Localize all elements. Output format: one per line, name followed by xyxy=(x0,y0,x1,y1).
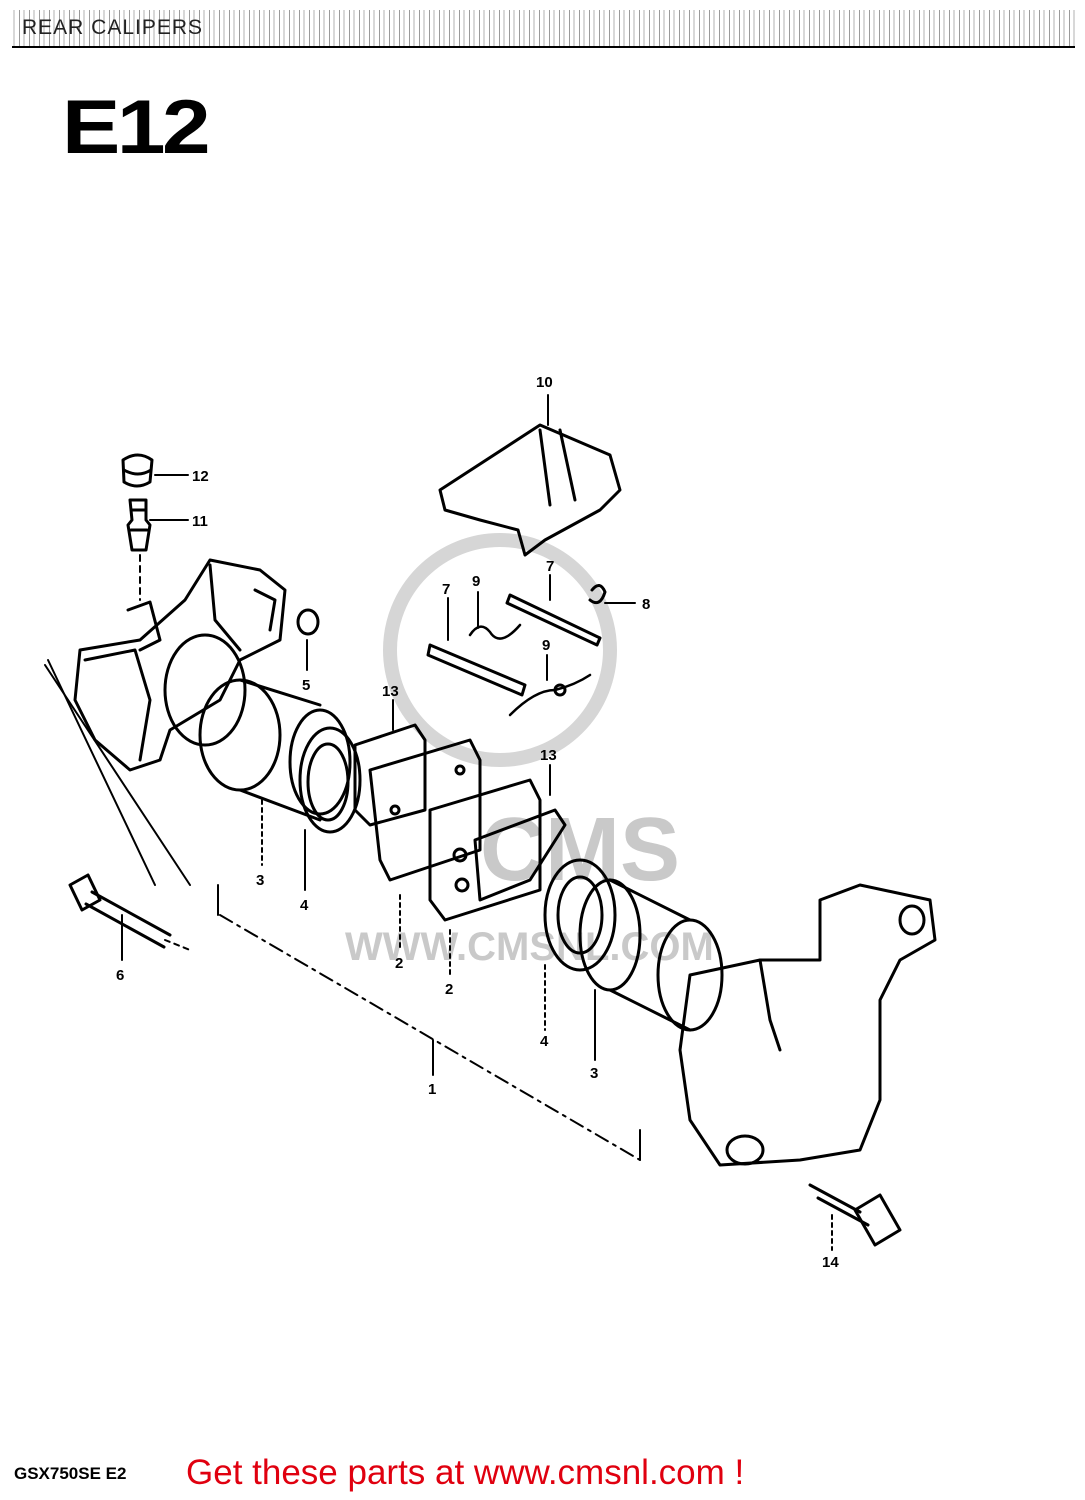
callout-5: 5 xyxy=(302,677,310,694)
piston-right xyxy=(578,878,724,1032)
model-code: GSX750SE E2 xyxy=(14,1464,127,1483)
callout-7-right: 7 xyxy=(546,558,554,575)
callout-labels: 12 11 10 8 7 9 7 9 13 13 5 3 4 2 2 4 3 1… xyxy=(116,374,839,1271)
shim-right xyxy=(473,808,567,902)
callout-9-lower: 9 xyxy=(542,637,550,654)
mounting-bolt-14 xyxy=(808,1183,902,1247)
pin-clip-lower xyxy=(508,673,592,717)
callout-3-right: 3 xyxy=(590,1065,598,1082)
bleeder-valve xyxy=(126,498,152,552)
parts-link-text[interactable]: Get these parts at www.cmsnl.com ! xyxy=(186,1453,745,1492)
section-title: REAR CALIPERS xyxy=(22,16,204,39)
piston-left xyxy=(198,678,352,822)
watermark-emblem xyxy=(383,533,617,767)
piston-seal-right xyxy=(543,858,617,972)
bleeder-cap xyxy=(121,453,154,488)
callout-3-left: 3 xyxy=(256,872,264,889)
pad-cover xyxy=(438,423,622,557)
shim-left xyxy=(353,723,427,827)
spacer-washer xyxy=(296,608,320,636)
brake-pad-2 xyxy=(428,778,542,922)
caliper-bolt-6 xyxy=(68,873,172,949)
callout-12: 12 xyxy=(192,468,209,485)
callout-6: 6 xyxy=(116,967,124,984)
snap-ring xyxy=(588,584,607,605)
piston-seal-left xyxy=(298,726,362,834)
left-caliper-half xyxy=(73,558,287,772)
header-rule xyxy=(12,46,1075,48)
callout-9-upper: 9 xyxy=(472,573,480,590)
callout-7-left: 7 xyxy=(442,581,450,598)
callout-14: 14 xyxy=(822,1254,839,1271)
assembly-bracket xyxy=(44,659,641,1161)
callout-4-left: 4 xyxy=(300,897,309,914)
callout-10: 10 xyxy=(536,374,553,391)
callout-2-right: 2 xyxy=(445,981,453,998)
callout-1: 1 xyxy=(428,1081,436,1098)
watermark: CMS WWW.CMSNL.COM xyxy=(345,533,714,969)
pad-pin-right xyxy=(505,593,602,647)
callout-8: 8 xyxy=(642,596,650,613)
page-code: E12 xyxy=(62,85,211,170)
right-caliper-half xyxy=(678,883,937,1167)
watermark-brand: CMS xyxy=(480,800,680,900)
header-band xyxy=(10,10,1075,48)
pad-pin-left xyxy=(426,643,527,697)
callout-13-left: 13 xyxy=(382,683,399,700)
pin-clip-upper xyxy=(468,623,522,640)
callout-11: 11 xyxy=(192,513,208,530)
callout-2-left: 2 xyxy=(395,955,403,972)
callout-4-right: 4 xyxy=(540,1033,549,1050)
brake-pad-1 xyxy=(368,738,482,882)
leader-lines xyxy=(121,394,833,1251)
callout-13-right: 13 xyxy=(540,747,557,764)
watermark-site: WWW.CMSNL.COM xyxy=(345,925,714,969)
